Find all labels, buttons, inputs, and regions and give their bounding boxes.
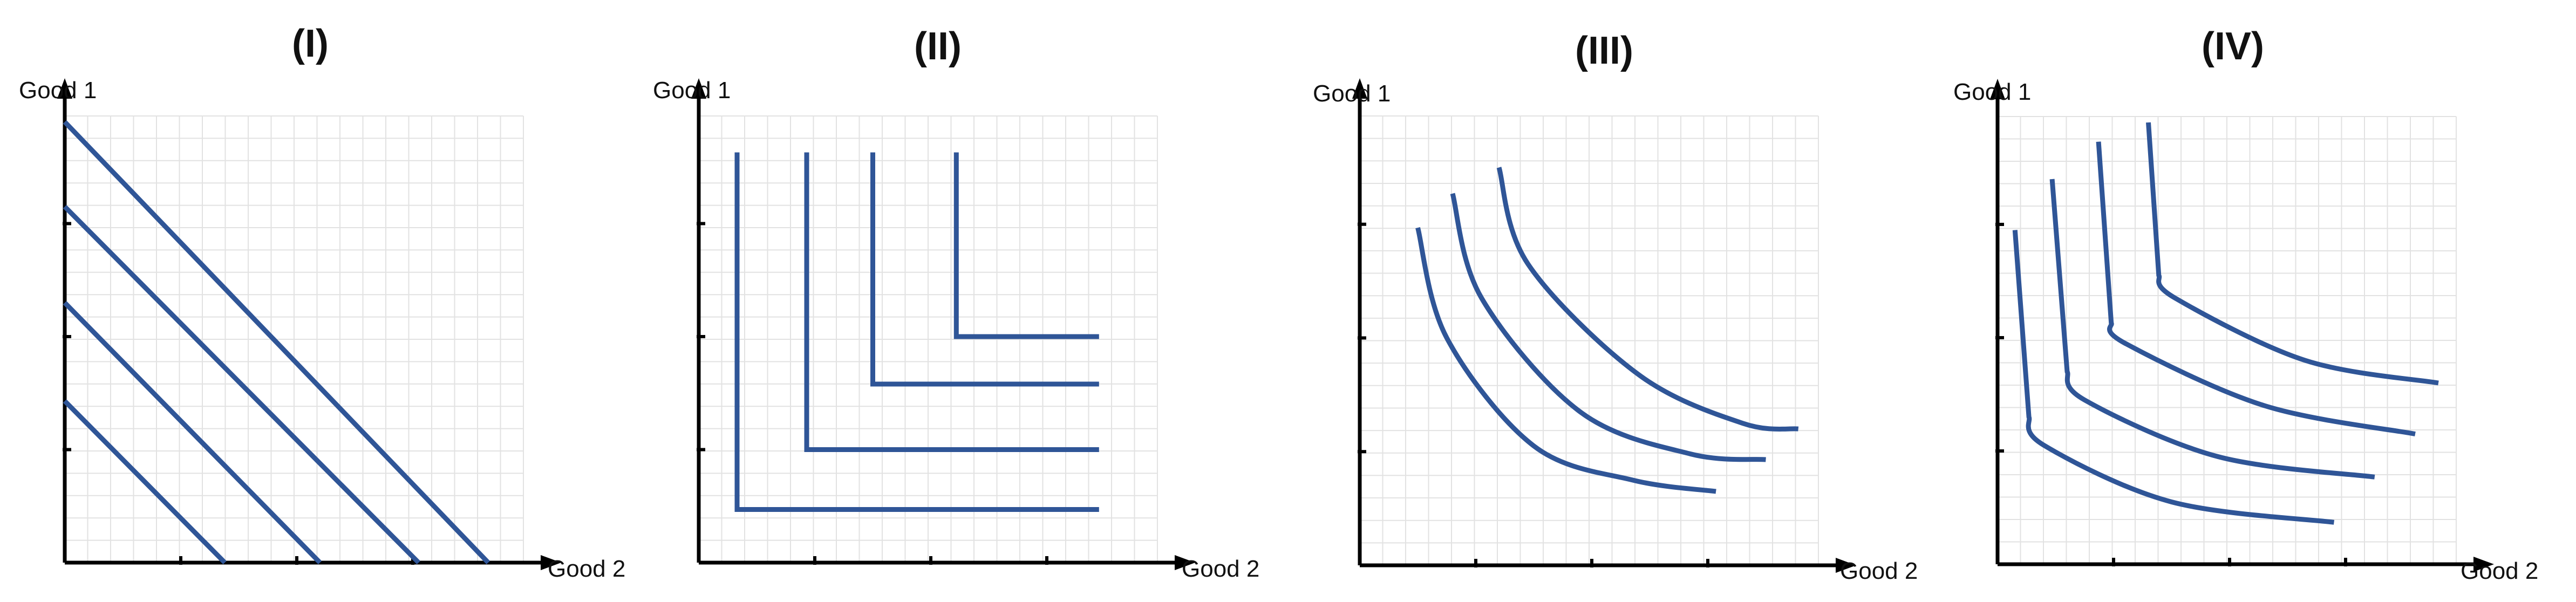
panel-1: (I) Good 1 Good 2 (19, 22, 625, 582)
x-axis-label: Good 2 (2461, 558, 2538, 584)
indifference-curve (953, 152, 1099, 339)
panel-3: (III) Good 1 Good 2 (1313, 29, 1918, 584)
indifference-curve (804, 152, 1099, 452)
indifference-curve (2049, 179, 2375, 480)
x-axis-label: Good 2 (1182, 556, 1259, 582)
indifference-curve (1496, 167, 1799, 432)
indifference-curve (2146, 122, 2439, 386)
indifference-curve (63, 204, 420, 565)
x-axis-arrow-icon (1175, 555, 1195, 570)
panel-4-curves (2012, 122, 2439, 525)
panel-title: (III) (1575, 29, 1633, 72)
x-axis-label: Good 2 (548, 556, 625, 582)
panel-title: (II) (914, 25, 962, 68)
panel-2: (II) Good 1 Good 2 (653, 25, 1259, 582)
indifference-curve (1450, 193, 1766, 462)
panel-4: (IV) Good 1 Good 2 (1953, 25, 2538, 584)
indifference-curve (63, 301, 322, 565)
panel-title: (I) (292, 22, 329, 65)
x-axis-label: Good 2 (1840, 558, 1918, 584)
indifference-curve (870, 152, 1099, 387)
indifference-curve (63, 399, 227, 565)
y-axis-arrow-icon (1990, 79, 2005, 99)
indifference-curve (734, 152, 1099, 512)
x-axis-arrow-icon (2473, 557, 2494, 572)
x-axis-arrow-icon (1836, 558, 1856, 573)
panel-title: (IV) (2202, 25, 2264, 68)
y-axis-label: Good 1 (1313, 80, 1391, 107)
indifference-curve (63, 120, 490, 565)
panel-1-grid (65, 115, 524, 563)
panel-root: (I) Good 1 Good 2 (II) Good 1 Good 2 (III) Good… (19, 22, 2538, 584)
x-axis-arrow-icon (541, 555, 561, 570)
panel-1-curves (63, 120, 490, 565)
y-axis-label: Good 1 (19, 77, 97, 104)
y-axis-label: Good 1 (1953, 79, 2031, 105)
panel-2-curves (734, 152, 1099, 512)
y-axis-arrow-icon (691, 78, 706, 99)
indifference-curve (1415, 227, 1716, 494)
y-axis-arrow-icon (57, 78, 72, 99)
panel-3-grid (1360, 115, 1819, 565)
indifference-curve (2012, 230, 2335, 525)
y-axis-arrow-icon (1352, 78, 1367, 99)
y-axis-label: Good 1 (653, 77, 731, 104)
panel-3-curves (1415, 167, 1799, 494)
panel-2-grid (699, 115, 1158, 563)
indifference-curve (2096, 141, 2416, 436)
